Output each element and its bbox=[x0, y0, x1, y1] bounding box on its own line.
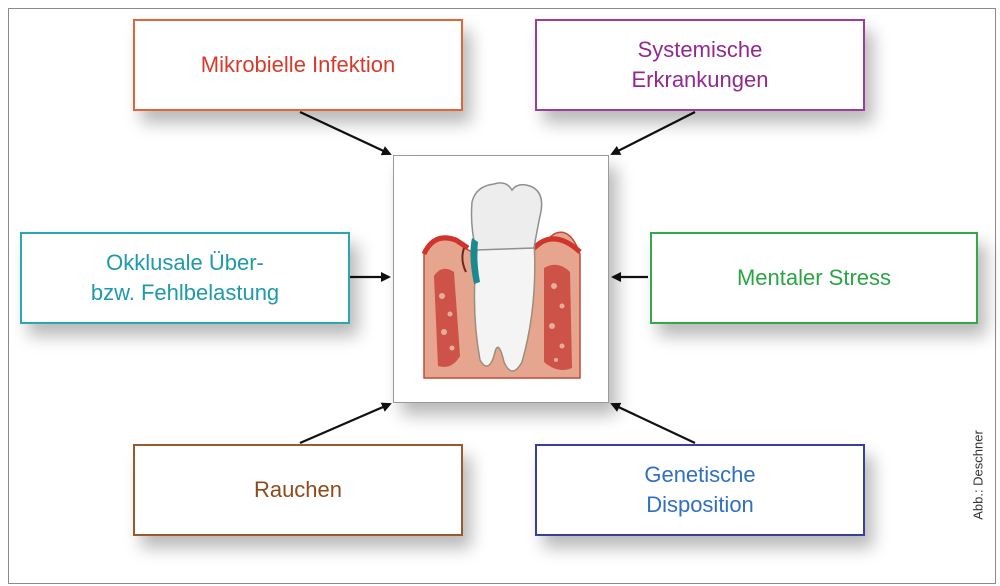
factor-mikrobielle-infektion: Mikrobielle Infektion bbox=[133, 19, 463, 111]
factor-mentaler-stress: Mentaler Stress bbox=[650, 232, 978, 324]
factor-genetische-label: Genetische Disposition bbox=[644, 460, 755, 520]
factor-systemische-label: Systemische Erkrankungen bbox=[632, 35, 769, 95]
factor-okklusale-belastung: Okklusale Über- bzw. Fehlbelastung bbox=[20, 232, 350, 324]
factor-rauchen: Rauchen bbox=[133, 444, 463, 536]
center-tooth-panel bbox=[393, 155, 609, 403]
factor-mikrobielle-label: Mikrobielle Infektion bbox=[201, 50, 395, 80]
factor-systemische-erkrankungen: Systemische Erkrankungen bbox=[535, 19, 865, 111]
factor-mentaler-label: Mentaler Stress bbox=[737, 263, 891, 293]
image-credit: Abb.: Deschner bbox=[971, 430, 986, 520]
tooth-periodontitis-icon bbox=[394, 156, 608, 402]
factor-genetische-disposition: Genetische Disposition bbox=[535, 444, 865, 536]
factor-okklusale-label: Okklusale Über- bzw. Fehlbelastung bbox=[91, 248, 279, 308]
factor-rauchen-label: Rauchen bbox=[254, 475, 342, 505]
